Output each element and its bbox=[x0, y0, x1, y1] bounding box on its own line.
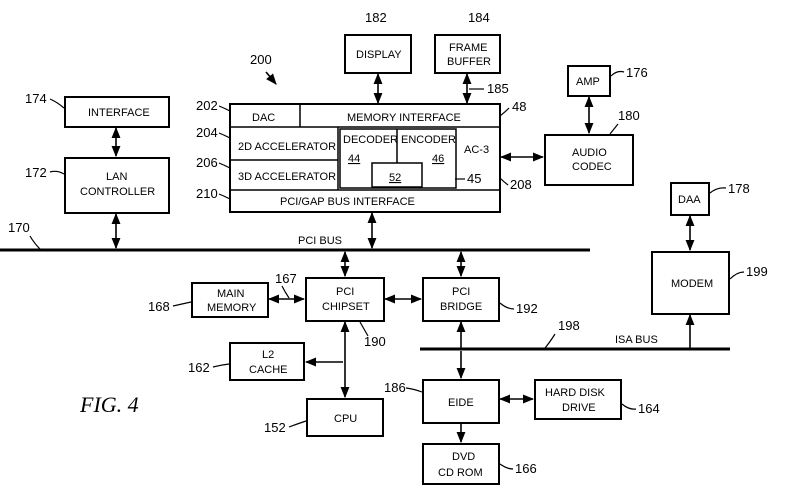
dac-ref: 202 bbox=[196, 98, 218, 113]
encoder-num: 46 bbox=[432, 153, 444, 165]
amp-ref: 176 bbox=[626, 65, 648, 80]
isa-bus-label: ISA BUS bbox=[615, 334, 658, 346]
audio-codec-line2: CODEC bbox=[572, 161, 612, 173]
ref-167-leader bbox=[282, 286, 289, 298]
dac-label: DAC bbox=[252, 112, 275, 124]
pci-bus-ref: 170 bbox=[8, 220, 30, 235]
pci-bridge-box bbox=[423, 278, 499, 321]
display-label: DISPLAY bbox=[356, 49, 402, 61]
memory-interface-ref: 48 bbox=[512, 99, 526, 114]
lan-controller-line1: LAN bbox=[106, 171, 127, 183]
dvd-leader bbox=[500, 464, 513, 469]
accel-3d-ref: 206 bbox=[196, 155, 218, 170]
memory-interface-leader bbox=[500, 108, 509, 116]
main-memory-line2: MEMORY bbox=[207, 302, 257, 314]
audio-codec-ref: 180 bbox=[618, 108, 640, 123]
daa-leader bbox=[710, 188, 726, 193]
interface-leader bbox=[50, 99, 64, 108]
eide-ref: 186 bbox=[384, 380, 406, 395]
ref-185: 185 bbox=[487, 81, 509, 96]
lan-controller-line2: CONTROLLER bbox=[80, 186, 155, 198]
accel-2d-label: 2D ACCELERATOR bbox=[238, 141, 336, 153]
audio-codec-leader bbox=[610, 124, 618, 134]
frame-buffer-line1: FRAME bbox=[449, 42, 488, 54]
encoder-label: ENCODER bbox=[401, 134, 456, 146]
modem-leader bbox=[730, 272, 744, 279]
media-ref-208-leader bbox=[500, 178, 508, 185]
accel-2d-ref: 204 bbox=[196, 125, 218, 140]
isa-bus-leader bbox=[545, 334, 555, 348]
pci-chipset-line2: CHIPSET bbox=[322, 301, 370, 313]
ref-167: 167 bbox=[275, 271, 297, 286]
hard-disk-leader bbox=[622, 404, 636, 409]
l2-cache-line2: CACHE bbox=[249, 364, 288, 376]
daa-label: DAA bbox=[678, 194, 701, 206]
accel-3d-label: 3D ACCELERATOR bbox=[238, 171, 336, 183]
display-ref: 182 bbox=[365, 10, 387, 25]
pci-gap-leader bbox=[219, 194, 230, 199]
media-ref-208: 208 bbox=[510, 177, 532, 192]
block-52-num: 52 bbox=[389, 172, 401, 184]
decoder-label: DECODER bbox=[343, 134, 398, 146]
daa-ref: 178 bbox=[728, 181, 750, 196]
pci-chipset-ref: 190 bbox=[364, 334, 386, 349]
modem-label: MODEM bbox=[671, 278, 713, 290]
frame-buffer-line2: BUFFER bbox=[447, 56, 491, 68]
pci-gap-label: PCI/GAP BUS INTERFACE bbox=[280, 196, 415, 208]
l2-cache-leader bbox=[213, 364, 229, 367]
dvd-line1: DVD bbox=[452, 451, 475, 463]
dvd-line2: CD ROM bbox=[438, 467, 483, 479]
pci-bridge-leader bbox=[500, 303, 514, 309]
interface-ref: 174 bbox=[25, 91, 47, 106]
interface-label: INTERFACE bbox=[88, 107, 150, 119]
main-memory-line1: MAIN bbox=[217, 288, 245, 300]
ref-200: 200 bbox=[250, 52, 272, 67]
eide-leader bbox=[406, 388, 422, 392]
pci-bus-label: PCI BUS bbox=[298, 235, 342, 247]
isa-bus-ref: 198 bbox=[558, 318, 580, 333]
accel-3d-leader bbox=[219, 163, 230, 168]
main-memory-leader bbox=[173, 302, 191, 306]
hard-disk-line1: HARD DISK bbox=[545, 387, 606, 399]
main-memory-ref: 168 bbox=[148, 299, 170, 314]
frame-buffer-ref: 184 bbox=[468, 10, 490, 25]
pci-bridge-line2: BRIDGE bbox=[440, 301, 482, 313]
pci-chipset-box bbox=[306, 278, 384, 321]
ref-200-arrow bbox=[266, 72, 276, 84]
cpu-ref: 152 bbox=[264, 420, 286, 435]
eide-label: EIDE bbox=[448, 397, 474, 409]
figure-label: FIG. 4 bbox=[79, 392, 139, 417]
l2-cache-ref: 162 bbox=[188, 360, 210, 375]
amp-label: AMP bbox=[576, 76, 600, 88]
pci-bus-leader bbox=[30, 236, 40, 249]
dvd-ref: 166 bbox=[515, 461, 537, 476]
lan-controller-leader bbox=[50, 171, 64, 174]
audio-codec-box bbox=[545, 135, 633, 185]
accel-2d-leader bbox=[219, 133, 230, 138]
pci-bridge-line1: PCI bbox=[452, 286, 470, 298]
l2-cache-line1: L2 bbox=[262, 349, 274, 361]
hard-disk-ref: 164 bbox=[638, 401, 660, 416]
cpu-leader bbox=[289, 421, 306, 427]
decoder-num: 44 bbox=[348, 153, 360, 165]
amp-leader bbox=[611, 72, 624, 77]
ac3-label: AC-3 bbox=[464, 144, 489, 156]
pci-chipset-line1: PCI bbox=[336, 286, 354, 298]
cpu-label: CPU bbox=[334, 413, 357, 425]
audio-codec-line1: AUDIO bbox=[572, 147, 607, 159]
pci-bridge-ref: 192 bbox=[516, 301, 538, 316]
lan-controller-ref: 172 bbox=[25, 165, 47, 180]
ac3-ref: 45 bbox=[467, 171, 481, 186]
memory-interface-label: MEMORY INTERFACE bbox=[347, 112, 461, 124]
dac-leader bbox=[219, 106, 230, 111]
hard-disk-line2: DRIVE bbox=[562, 402, 596, 414]
modem-ref: 199 bbox=[746, 264, 768, 279]
pci-gap-ref: 210 bbox=[196, 186, 218, 201]
